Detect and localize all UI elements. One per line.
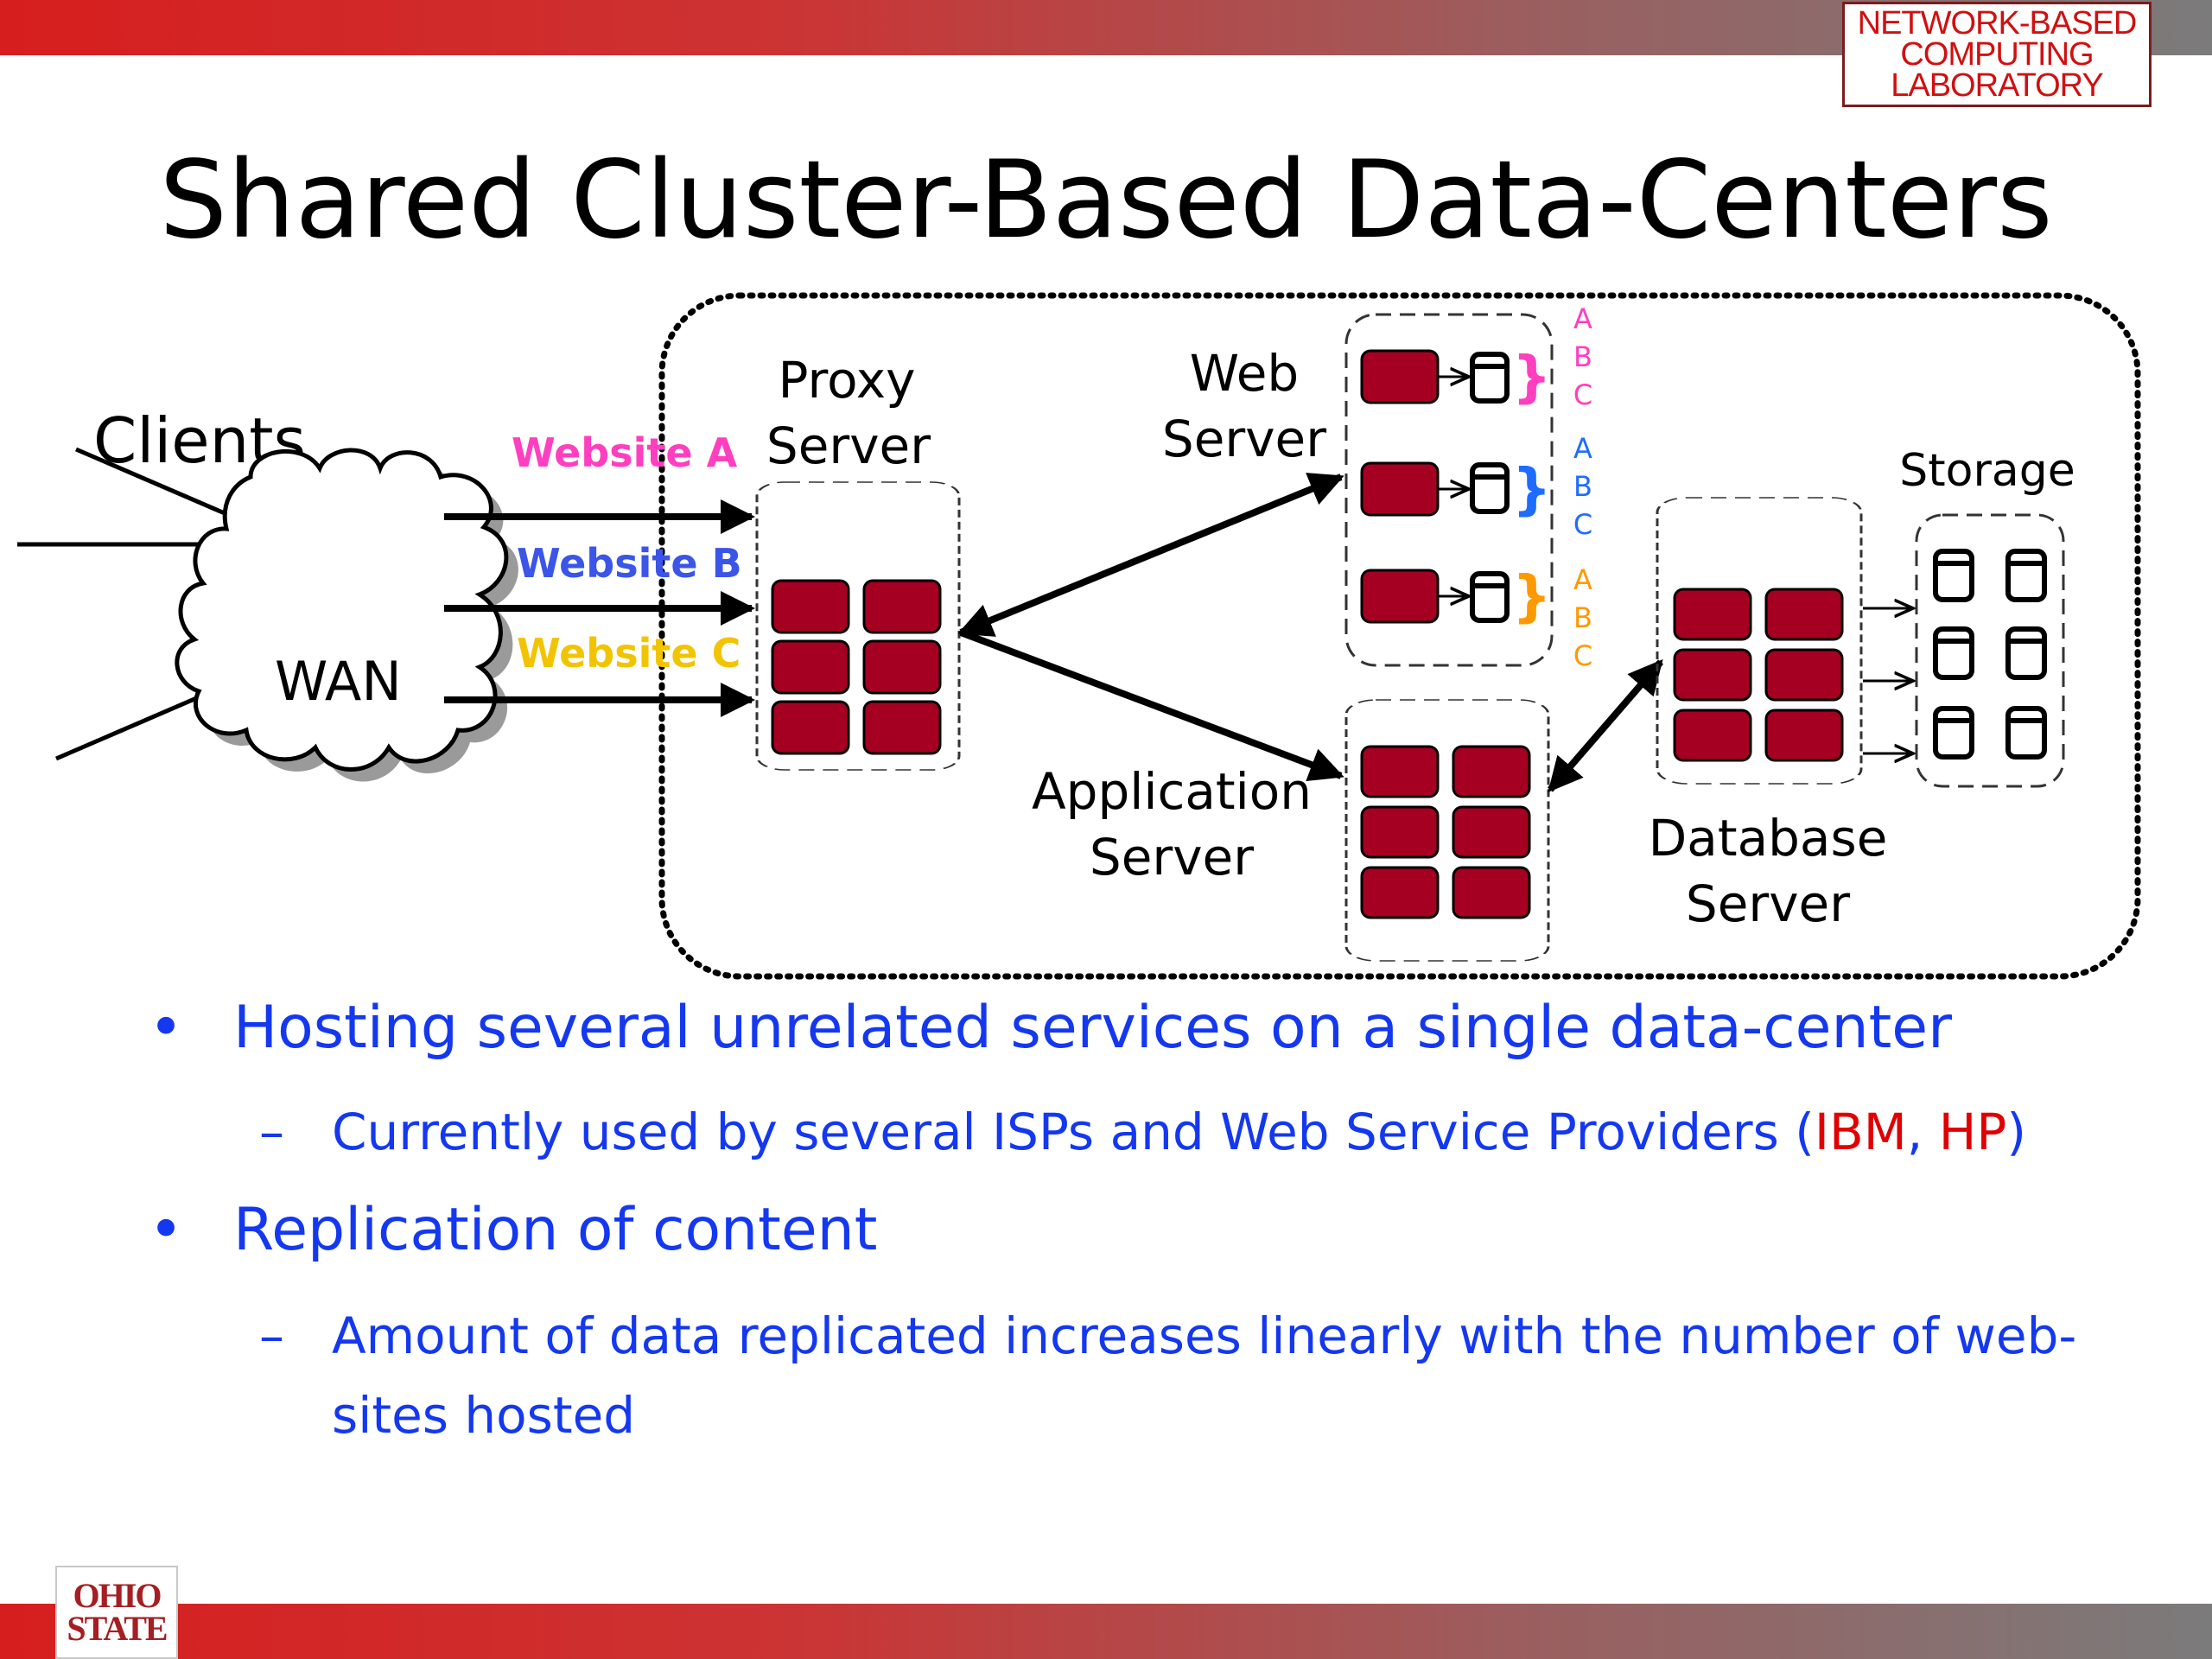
bullet-item-1: Hosting several unrelated services on a … bbox=[233, 994, 1953, 1062]
svg-text:}: } bbox=[1512, 458, 1552, 522]
hp-highlight: HP bbox=[1938, 1103, 2007, 1161]
data-center-boundary bbox=[658, 292, 2141, 980]
abc-letters: A B C A B C A B C bbox=[1573, 302, 1592, 672]
sub-bullet-1-separator: , bbox=[1906, 1103, 1939, 1161]
db-server-box bbox=[1656, 497, 1863, 785]
svg-text:C: C bbox=[1573, 378, 1592, 411]
storage-cylinders bbox=[1933, 549, 2047, 760]
lab-logo-line-2: COMPUTING bbox=[1900, 36, 2094, 73]
web-label-line2: Server bbox=[1162, 410, 1326, 468]
app-label-line2: Server bbox=[1090, 828, 1254, 887]
ibm-highlight: IBM bbox=[1814, 1103, 1907, 1161]
sub-bullet-dash-2: – bbox=[259, 1306, 284, 1365]
svg-text:}: } bbox=[1512, 346, 1552, 410]
sub-bullet-1-close: ) bbox=[2006, 1103, 2026, 1161]
proxy-nodes bbox=[771, 579, 942, 755]
proxy-label-line1: Proxy bbox=[779, 351, 916, 410]
website-arrows bbox=[444, 499, 755, 717]
osu-logo-line-2: STATE bbox=[67, 1609, 168, 1648]
db-label-line1: Database bbox=[1649, 809, 1888, 868]
sub-bullet-dash-1: – bbox=[259, 1103, 284, 1161]
web-nodes bbox=[1360, 349, 1440, 624]
web-label-line1: Web bbox=[1190, 344, 1299, 403]
bullet-dot-1: • bbox=[149, 994, 184, 1062]
db-label-line2: Server bbox=[1686, 874, 1850, 933]
website-b-label: Website B bbox=[517, 540, 742, 587]
network-based-computing-lab-logo: NETWORK-BASED COMPUTING LABORATORY bbox=[1842, 2, 2152, 107]
svg-text:B: B bbox=[1573, 340, 1592, 373]
ohio-state-logo: OHIO STATE bbox=[55, 1566, 178, 1659]
bottom-gradient-bar bbox=[0, 1604, 2212, 1659]
proxy-link-arrows bbox=[957, 473, 1344, 782]
lab-logo-line-1: NETWORK-BASED bbox=[1857, 5, 2138, 41]
web-node-links bbox=[1438, 377, 1469, 596]
web-server-box bbox=[1344, 313, 1554, 667]
app-server-box bbox=[1344, 699, 1550, 962]
web-storage-cylinders bbox=[1470, 352, 1510, 623]
wan-label: WAN bbox=[275, 650, 402, 713]
storage-box bbox=[1915, 513, 2065, 788]
db-nodes bbox=[1673, 588, 1844, 762]
sub-bullet-2-line1: Amount of data replicated increases line… bbox=[332, 1306, 2077, 1365]
svg-text:A: A bbox=[1573, 302, 1592, 335]
svg-text:B: B bbox=[1573, 601, 1592, 634]
bullet-dot-2: • bbox=[149, 1196, 184, 1264]
sub-bullet-1: Currently used by several ISPs and Web S… bbox=[332, 1103, 2026, 1161]
sub-bullet-1-text: Currently used by several ISPs and Web S… bbox=[332, 1103, 1815, 1161]
wan-cloud bbox=[175, 448, 518, 782]
app-nodes bbox=[1360, 745, 1531, 919]
app-db-arrow bbox=[1547, 658, 1664, 793]
osu-logo-line-1: OHIO bbox=[73, 1576, 162, 1615]
svg-text:A: A bbox=[1573, 563, 1592, 596]
lab-logo-line-3: LABORATORY bbox=[1891, 67, 2104, 104]
proxy-label-line2: Server bbox=[766, 416, 931, 475]
website-a-label: Website A bbox=[512, 429, 738, 476]
sub-bullet-2-line2: sites hosted bbox=[332, 1386, 636, 1445]
db-storage-arrows bbox=[1863, 608, 1913, 753]
slide-title: Shared Cluster-Based Data-Centers bbox=[159, 138, 2053, 263]
app-label-line1: Application bbox=[1032, 762, 1312, 821]
svg-text:C: C bbox=[1573, 639, 1592, 672]
bullet-item-2: Replication of content bbox=[233, 1196, 878, 1264]
storage-label: Storage bbox=[1899, 445, 2075, 497]
svg-text:}: } bbox=[1512, 565, 1552, 629]
svg-text:A: A bbox=[1573, 432, 1592, 465]
website-c-label: Website C bbox=[517, 630, 741, 677]
data-center-diagram: Clients WAN Website A Website B Website … bbox=[17, 292, 2141, 980]
svg-text:B: B bbox=[1573, 470, 1592, 503]
abc-braces: } } } bbox=[1512, 346, 1552, 629]
svg-text:C: C bbox=[1573, 508, 1592, 541]
